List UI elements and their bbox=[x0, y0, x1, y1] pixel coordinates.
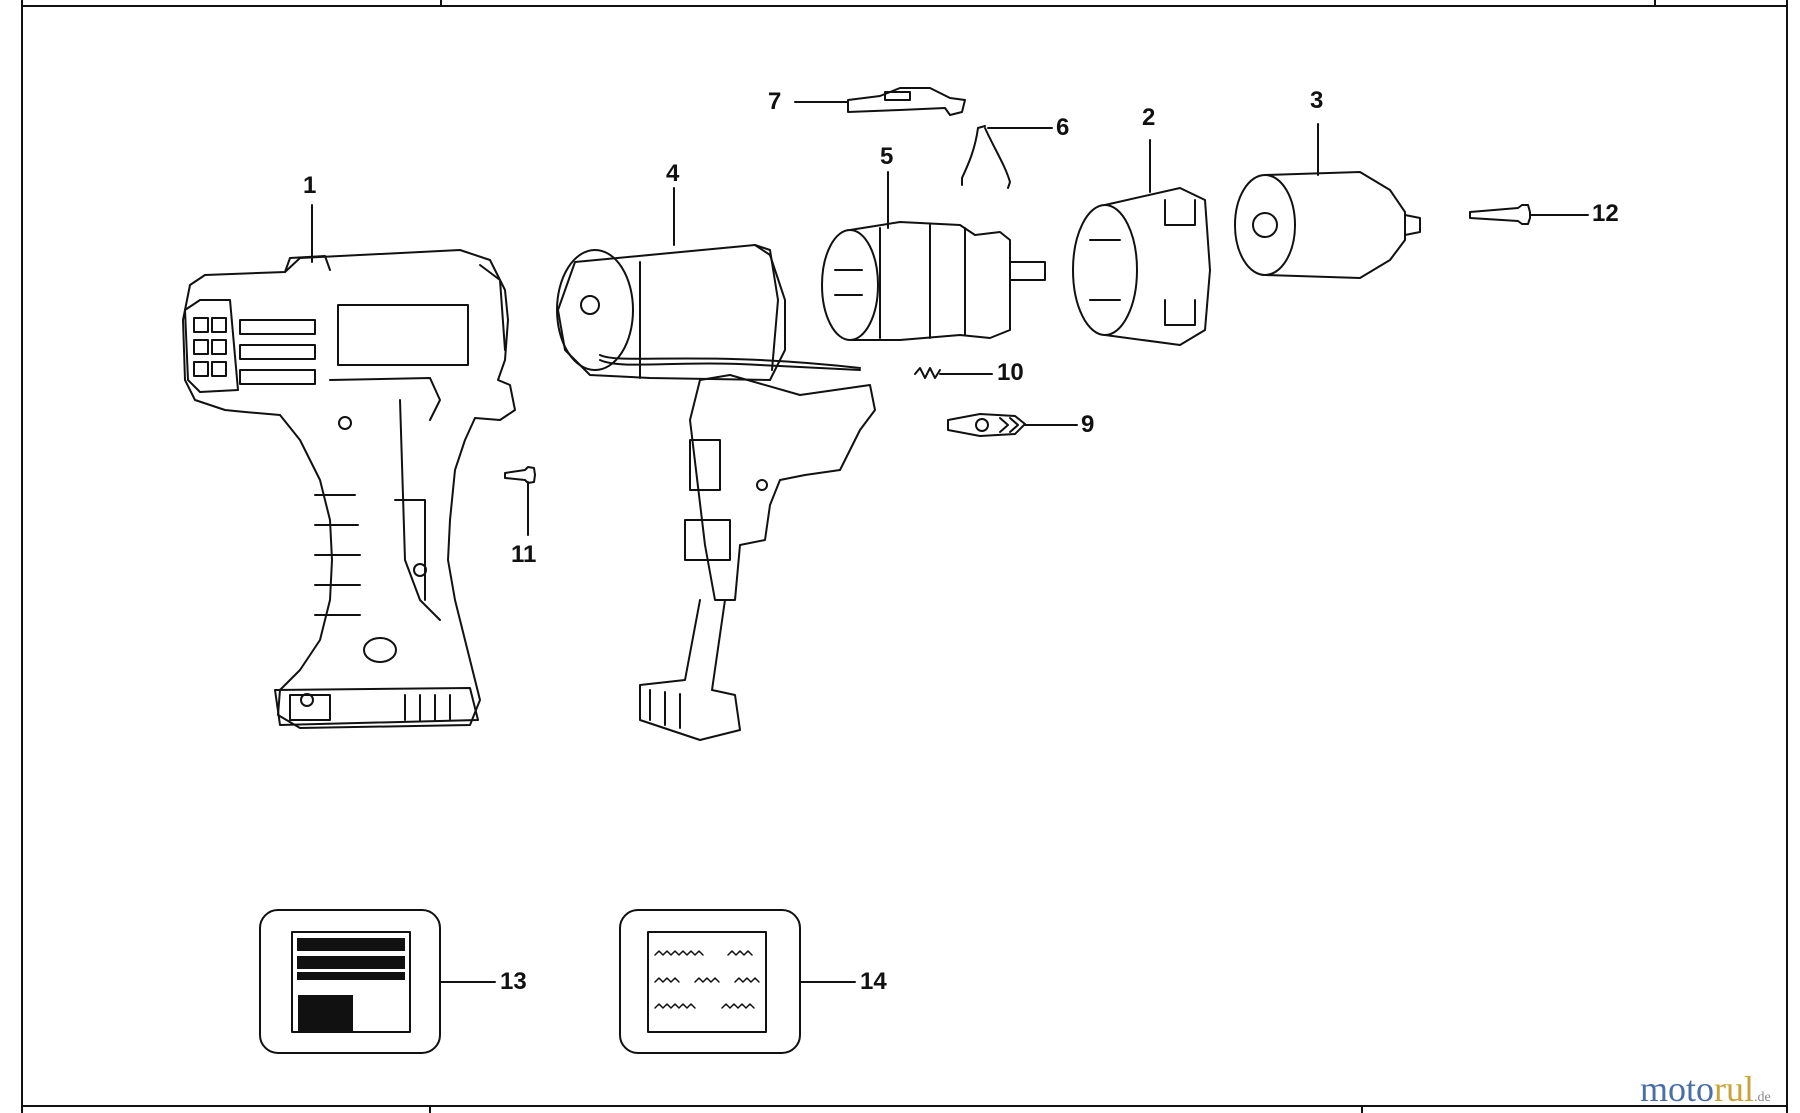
switch-assembly-drawing bbox=[639, 374, 876, 741]
direction-selector-drawing bbox=[847, 87, 966, 116]
page-frame bbox=[21, 0, 1788, 1113]
spring-clip-drawing bbox=[961, 125, 1011, 189]
housing-drawing bbox=[182, 249, 516, 729]
callout-14: 14 bbox=[860, 968, 887, 995]
callout-6: 6 bbox=[1056, 114, 1070, 141]
watermark-logo: motorul.de bbox=[1640, 1068, 1771, 1110]
watermark-part3: ul bbox=[1726, 1069, 1755, 1109]
callout-4: 4 bbox=[666, 160, 680, 187]
watermark-suffix: .de bbox=[1754, 1090, 1771, 1105]
chuck-screw-drawing bbox=[1469, 204, 1531, 225]
gearbox-housing-drawing bbox=[1072, 187, 1211, 346]
gearbox-drawing bbox=[821, 221, 1046, 341]
chuck-drawing bbox=[1234, 171, 1421, 279]
motor-drawing bbox=[556, 244, 861, 381]
slider-drawing bbox=[947, 413, 1026, 437]
warning-label-drawing bbox=[619, 909, 801, 1054]
spring-drawing bbox=[914, 367, 941, 379]
watermark-part1: moto bbox=[1640, 1069, 1715, 1109]
callout-13: 13 bbox=[500, 968, 527, 995]
callout-11: 11 bbox=[511, 541, 537, 568]
callout-10: 10 bbox=[997, 359, 1024, 386]
callout-2: 2 bbox=[1142, 104, 1156, 131]
callout-7: 7 bbox=[768, 88, 782, 115]
callout-12: 12 bbox=[1592, 200, 1619, 227]
callout-5: 5 bbox=[880, 143, 894, 170]
leader-lines bbox=[311, 101, 1589, 983]
callout-1: 1 bbox=[303, 172, 317, 199]
callout-9: 9 bbox=[1081, 411, 1095, 438]
callout-3: 3 bbox=[1310, 87, 1324, 114]
small-screw-drawing bbox=[504, 466, 536, 484]
watermark-part2: r bbox=[1714, 1069, 1727, 1109]
